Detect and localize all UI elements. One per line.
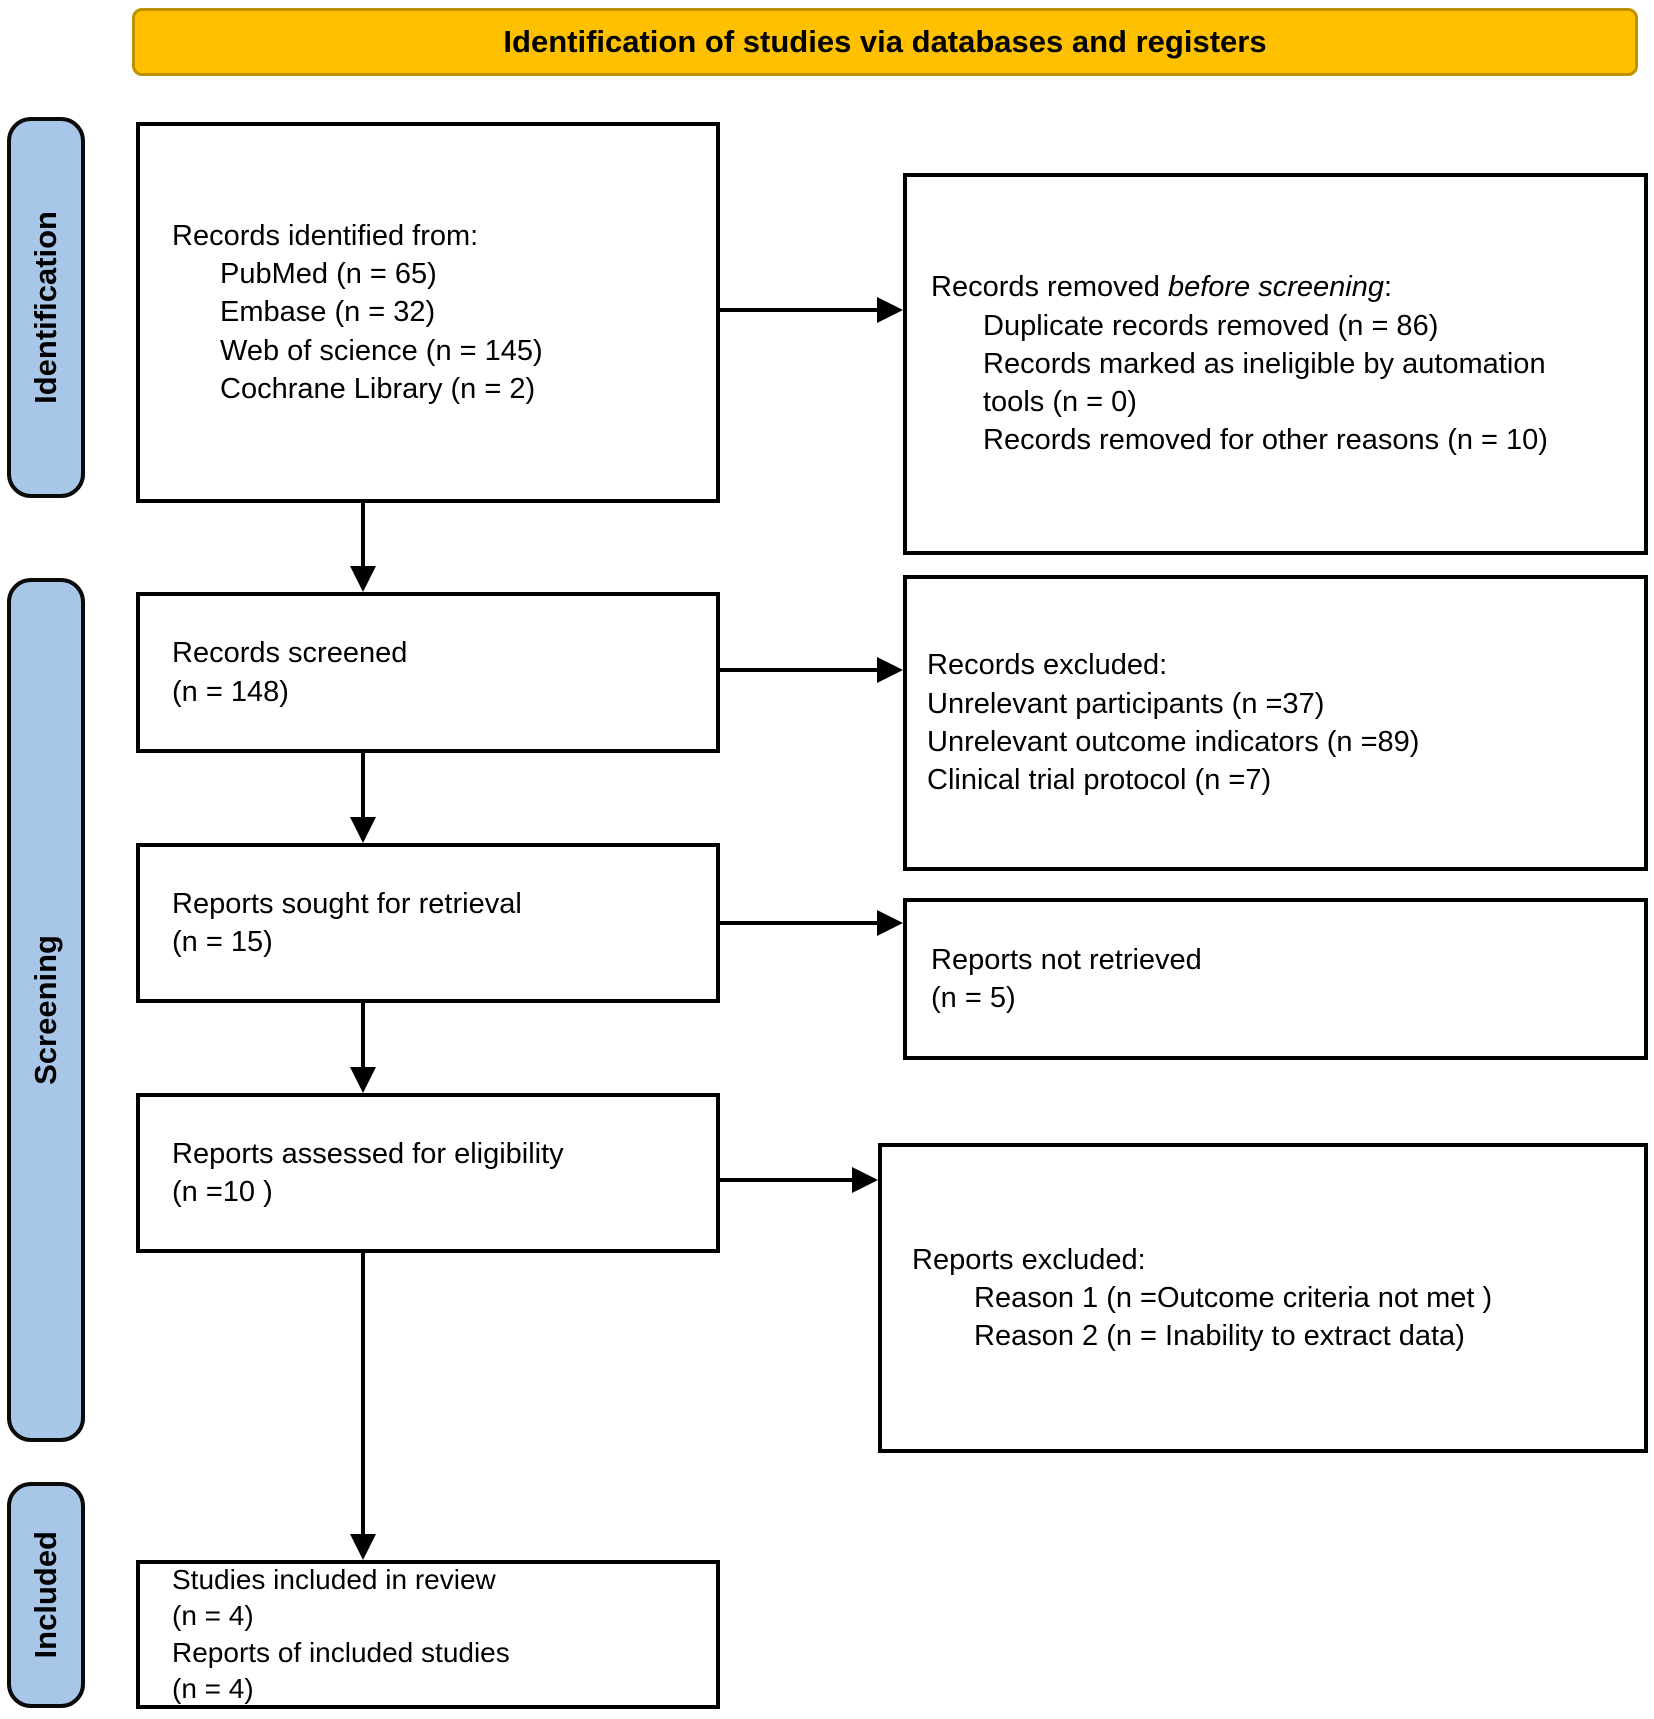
reports-excluded-reason-2: Reason 2 (n = Inability to extract data) <box>974 1320 1465 1353</box>
reports-included-count: (n = 4) <box>172 1672 254 1704</box>
reports-sought-count: (n = 15) <box>172 926 273 958</box>
arrow-line <box>720 308 877 312</box>
box-reports-sought: Reports sought for retrieval (n = 15) <box>136 843 720 1003</box>
box-reports-not-retrieved: Reports not retrieved (n = 5) <box>903 898 1648 1060</box>
records-screened-line: Records screened <box>172 637 408 670</box>
stage-label-screening: Screening <box>28 935 63 1085</box>
box-records-screened: Records screened (n = 148) <box>136 592 720 753</box>
removed-automation: Records marked as ineligible by automati… <box>983 347 1546 419</box>
records-identified-title: Records identified from: <box>172 219 479 252</box>
reports-included-line: Reports of included studies <box>172 1636 510 1668</box>
banner-title: Identification of studies via databases … <box>503 24 1267 59</box>
studies-included-count: (n = 4) <box>172 1600 254 1632</box>
arrow-head-right-icon <box>852 1167 878 1193</box>
stage-pill-identification: Identification <box>7 117 85 498</box>
excluded-participants: Unrelevant participants (n =37) <box>927 687 1325 720</box>
not-retrieved-count: (n = 5) <box>931 982 1016 1014</box>
arrow-head-down-icon <box>350 817 376 843</box>
arrow-line <box>720 668 877 672</box>
excluded-trial-protocol: Clinical trial protocol (n =7) <box>927 764 1272 797</box>
records-removed-title-italic: before screening <box>1167 271 1384 304</box>
source-pubmed: PubMed (n = 65) <box>220 258 437 291</box>
arrow-line <box>361 1253 365 1535</box>
reports-assessed-count: (n =10 ) <box>172 1176 273 1208</box>
arrow-head-down-icon <box>350 566 376 592</box>
box-records-excluded: Records excluded: Unrelevant participant… <box>903 575 1648 871</box>
source-embase: Embase (n = 32) <box>220 296 436 329</box>
arrow-line <box>720 1178 852 1182</box>
arrow-head-down-icon <box>350 1067 376 1093</box>
reports-sought-line: Reports sought for retrieval <box>172 887 522 920</box>
box-reports-excluded: Reports excluded: Reason 1 (n =Outcome c… <box>878 1143 1648 1453</box>
box-studies-included: Studies included in review (n = 4) Repor… <box>136 1560 720 1709</box>
arrow-head-right-icon <box>877 657 903 683</box>
not-retrieved-line: Reports not retrieved <box>931 943 1202 976</box>
source-web-of-science: Web of science (n = 145) <box>220 334 543 367</box>
arrow-head-right-icon <box>877 910 903 936</box>
arrow-line <box>361 1003 365 1068</box>
records-removed-title: Records removed before screening: <box>931 268 1628 306</box>
stage-pill-included: Included <box>7 1482 85 1708</box>
excluded-outcome-indicators: Unrelevant outcome indicators (n =89) <box>927 726 1420 758</box>
stage-label-included: Included <box>28 1531 63 1659</box>
reports-excluded-title: Reports excluded: <box>912 1243 1146 1276</box>
banner: Identification of studies via databases … <box>132 8 1638 76</box>
arrow-line <box>361 753 365 818</box>
records-removed-title-prefix: Records removed <box>931 271 1168 304</box>
arrow-head-down-icon <box>350 1534 376 1560</box>
stage-pill-screening: Screening <box>7 578 85 1442</box>
records-screened-count: (n = 148) <box>172 675 289 708</box>
arrow-head-right-icon <box>877 297 903 323</box>
reports-excluded-reason-1: Reason 1 (n =Outcome criteria not met ) <box>974 1281 1493 1314</box>
removed-duplicates: Duplicate records removed (n = 86) <box>983 309 1439 342</box>
records-removed-title-suffix: : <box>1383 271 1393 304</box>
removed-other-reasons: Records removed for other reasons (n = 1… <box>983 424 1548 457</box>
source-cochrane-library: Cochrane Library (n = 2) <box>220 372 536 405</box>
box-records-removed: Records removed before screening: Duplic… <box>903 173 1648 555</box>
box-reports-assessed: Reports assessed for eligibility (n =10 … <box>136 1093 720 1253</box>
arrow-line <box>720 921 877 925</box>
records-excluded-title: Records excluded: <box>927 649 1168 682</box>
box-records-identified: Records identified from: PubMed (n = 65)… <box>136 122 720 503</box>
studies-included-line: Studies included in review <box>172 1563 496 1595</box>
stage-label-identification: Identification <box>28 211 63 404</box>
reports-assessed-line: Reports assessed for eligibility <box>172 1137 564 1170</box>
arrow-line <box>361 503 365 567</box>
